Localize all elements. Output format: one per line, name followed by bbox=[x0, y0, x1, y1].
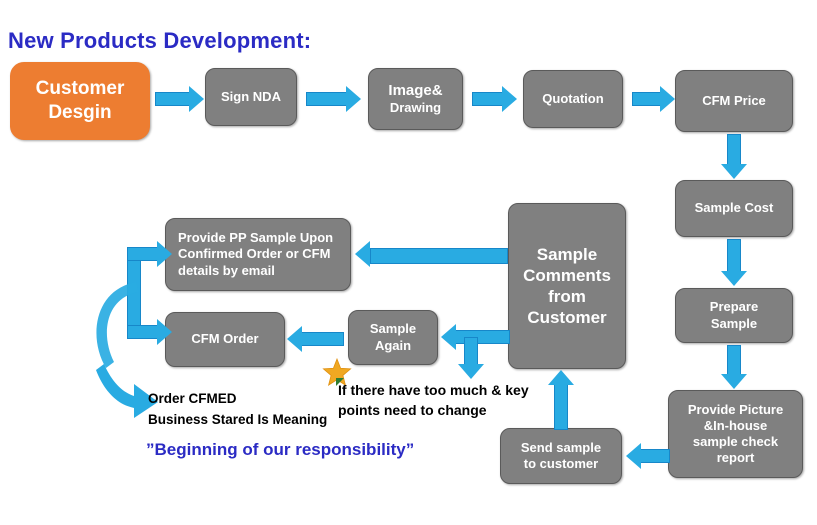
node-sample-again-line2: Again bbox=[374, 337, 412, 353]
node-provide-pp-sample-line2: Confirmed Order or CFM bbox=[178, 246, 331, 262]
node-sample-again-line1: Sample bbox=[369, 321, 417, 337]
node-sample-cost[interactable]: Sample Cost bbox=[675, 180, 793, 237]
node-sample-cost-line1: Sample Cost bbox=[694, 200, 774, 216]
node-sample-comments-line2: Comments bbox=[523, 265, 611, 285]
annotation-key-points: If there have too much & key points need… bbox=[338, 380, 538, 421]
arrow-curved-loop bbox=[96, 282, 158, 418]
node-provide-picture-line3: sample check bbox=[692, 434, 779, 449]
node-cfm-order-line1: CFM Order bbox=[191, 331, 259, 347]
node-prepare-sample-line1: Prepare bbox=[709, 299, 759, 315]
node-prepare-sample-line2: Sample bbox=[710, 315, 758, 331]
annotation-order-cfmed: Order CFMED Business Stared Is Meaning bbox=[148, 389, 327, 431]
node-cfm-price[interactable]: CFM Price bbox=[675, 70, 793, 132]
node-customer-design[interactable]: Customer Desgin bbox=[10, 62, 150, 140]
node-provide-pp-sample-line1: Provide PP Sample Upon bbox=[178, 230, 334, 246]
node-customer-design-line2: Desgin bbox=[48, 102, 112, 123]
node-sample-comments[interactable]: Sample Comments from Customer bbox=[508, 203, 626, 369]
node-image-drawing-line1: Image& bbox=[388, 81, 443, 99]
node-prepare-sample[interactable]: Prepare Sample bbox=[675, 288, 793, 343]
node-image-drawing-line2: Drawing bbox=[389, 100, 442, 116]
node-sign-nda[interactable]: Sign NDA bbox=[205, 68, 297, 126]
node-send-sample-line1: Send sample bbox=[520, 439, 602, 455]
annotation-order-cfmed-line1: Order CFMED bbox=[148, 391, 237, 406]
node-cfm-price-line1: CFM Price bbox=[702, 92, 766, 108]
green-triangle-icon bbox=[336, 378, 344, 386]
node-provide-picture-line1: Provide Picture bbox=[687, 401, 784, 417]
node-image-drawing[interactable]: Image& Drawing bbox=[368, 68, 463, 130]
node-sign-nda-line1: Sign NDA bbox=[221, 88, 281, 104]
page-title: New Products Development: bbox=[8, 28, 312, 53]
node-provide-pp-sample[interactable]: Provide PP Sample Upon Confirmed Order o… bbox=[165, 218, 351, 291]
node-quotation-line1: Quotation bbox=[542, 90, 604, 106]
node-sample-comments-line1: Sample bbox=[536, 244, 598, 264]
node-provide-picture[interactable]: Provide Picture &In-house sample check r… bbox=[668, 390, 803, 478]
node-send-sample-line2: to customer bbox=[523, 456, 599, 471]
node-provide-pp-sample-line3: details by email bbox=[178, 262, 275, 278]
annotation-responsibility: ”Beginning of our responsibility” bbox=[146, 440, 415, 459]
node-quotation[interactable]: Quotation bbox=[523, 70, 623, 128]
node-sample-comments-line4: Customer bbox=[527, 308, 607, 328]
node-provide-picture-line2: &In-house bbox=[703, 417, 768, 433]
node-customer-design-line1: Customer bbox=[35, 78, 125, 100]
annotation-key-points-line1: If there have too much & key bbox=[338, 382, 529, 398]
annotation-order-cfmed-line2: Business Stared Is Meaning bbox=[148, 411, 328, 427]
node-sample-comments-line3: from bbox=[548, 287, 586, 306]
node-provide-picture-line4: report bbox=[716, 450, 755, 466]
annotation-key-points-line2: points need to change bbox=[338, 402, 487, 419]
node-send-sample[interactable]: Send sample to customer bbox=[500, 428, 622, 484]
node-sample-again[interactable]: Sample Again bbox=[348, 310, 438, 365]
